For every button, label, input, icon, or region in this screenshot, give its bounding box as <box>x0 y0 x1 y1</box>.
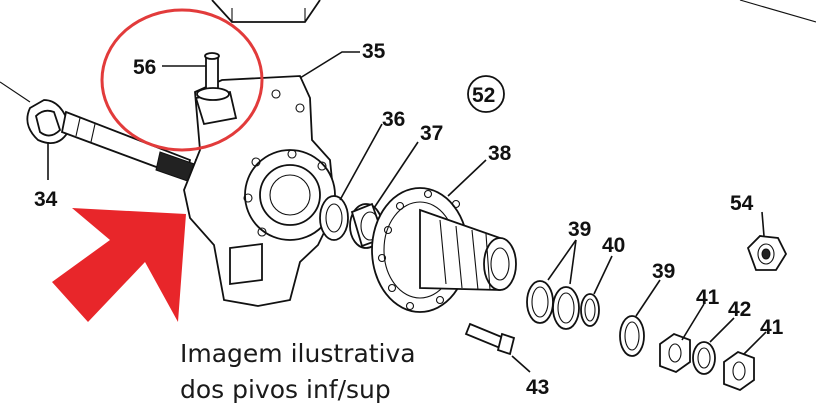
label-40: 40 <box>602 234 625 257</box>
label-38: 38 <box>488 142 512 165</box>
caption-line-1: Imagem ilustrativa <box>180 339 416 368</box>
nut-54 <box>746 235 788 271</box>
label-35: 35 <box>362 40 386 63</box>
label-41-right: 41 <box>760 316 784 339</box>
hub-38 <box>371 187 517 313</box>
top-box-part <box>211 0 321 23</box>
label-42: 42 <box>728 298 751 321</box>
washer-42 <box>692 341 716 375</box>
label-39-single: 39 <box>652 260 675 283</box>
top-right-line <box>739 0 816 23</box>
circled-52-badge <box>467 75 505 113</box>
nut-41-left <box>659 332 691 374</box>
bolt-43 <box>464 322 516 356</box>
ring-40 <box>580 293 600 327</box>
washer-39-single <box>619 315 645 357</box>
seal-36 <box>319 195 349 241</box>
label-34: 34 <box>34 188 58 211</box>
label-43: 43 <box>526 376 549 399</box>
leader-lines <box>47 51 767 373</box>
highlight-circle <box>100 8 264 152</box>
steering-knuckle-35 <box>183 75 336 307</box>
label-39-pair: 39 <box>568 218 591 241</box>
caption-line-2: dos pivos inf/sup <box>180 375 391 404</box>
washers-39-pair <box>526 280 580 330</box>
label-56: 56 <box>133 56 156 79</box>
label-36: 36 <box>382 108 405 131</box>
label-52: 52 <box>472 84 495 107</box>
red-arrow <box>52 208 186 322</box>
nut-41-right <box>723 350 755 392</box>
label-54: 54 <box>730 192 754 215</box>
kingpin-56 <box>194 52 238 126</box>
label-41-left: 41 <box>696 286 720 309</box>
label-37: 37 <box>420 122 443 145</box>
